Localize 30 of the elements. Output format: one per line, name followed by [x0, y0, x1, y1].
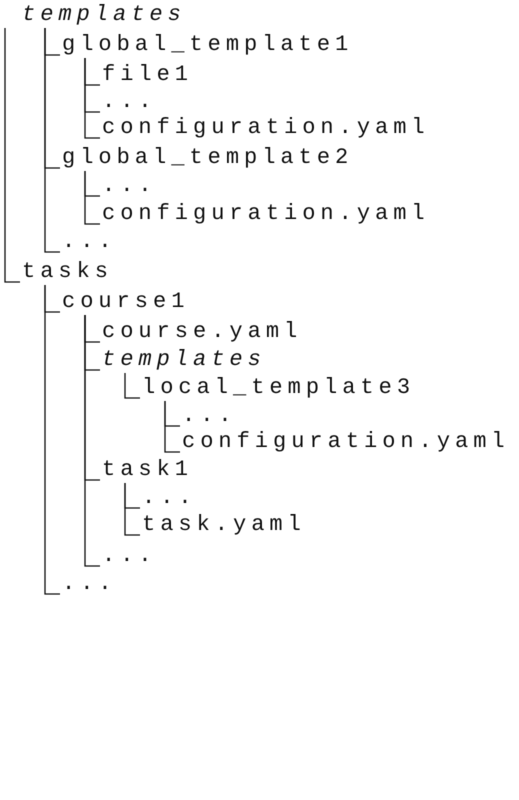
- tree-entry: ...: [102, 543, 157, 569]
- tree-entry: templates: [102, 347, 266, 373]
- tree-connector: [124, 373, 140, 399]
- tree-connector: [84, 171, 100, 225]
- tree-entry: task.yaml: [142, 512, 306, 538]
- tree-connector: [84, 315, 100, 567]
- tree-entry: ...: [62, 229, 117, 255]
- tree-entry: configuration.yaml: [102, 115, 430, 141]
- tree-entry: configuration.yaml: [182, 429, 510, 455]
- tree-entry: global_template2: [62, 145, 354, 171]
- tree-connector: [124, 483, 140, 536]
- tree-entry: ...: [102, 89, 157, 115]
- tree-entry: global_template1: [62, 32, 354, 58]
- tree-entry: course1: [62, 289, 190, 315]
- tree-entry: file1: [102, 62, 194, 88]
- tree-entry: tasks: [22, 259, 114, 285]
- tree-entry: local_template3: [142, 375, 416, 401]
- tree-entry: ...: [62, 571, 117, 597]
- tree-entry: ...: [102, 173, 157, 199]
- tree-entry: course.yaml: [102, 319, 302, 345]
- tree-entry: templates: [22, 2, 186, 28]
- tree-connector: [84, 58, 100, 139]
- tree-connector: [4, 28, 20, 283]
- tree-connector: [44, 285, 60, 595]
- tree-entry: task1: [102, 457, 194, 483]
- tree-connector: [164, 401, 180, 453]
- tree-entry: configuration.yaml: [102, 201, 430, 227]
- tree-entry: ...: [142, 485, 197, 511]
- tree-entry: ...: [182, 403, 237, 429]
- tree-connector: [44, 28, 60, 253]
